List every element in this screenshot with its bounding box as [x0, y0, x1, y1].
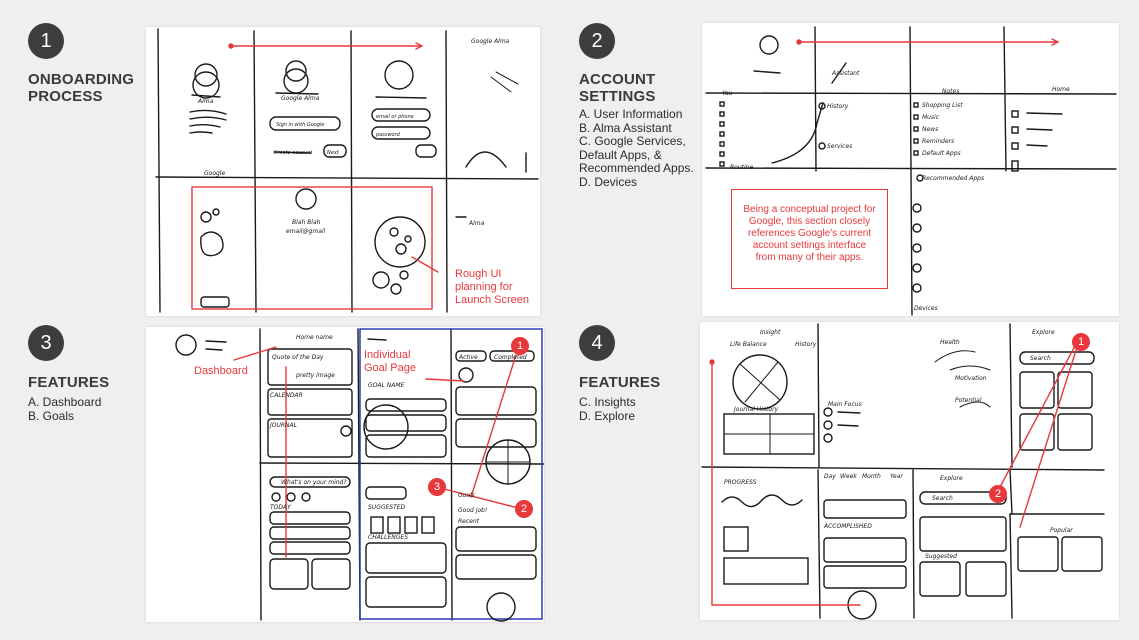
dashboard-goals-sketch: Home name Quote of the Day pretty image …: [175, 328, 544, 622]
svg-text:password: password: [375, 132, 401, 138]
launch-screen-annotation: Rough UI planning for Launch Screen: [455, 268, 529, 306]
svg-text:Explore: Explore: [1032, 329, 1055, 336]
dashboard-goals-sketch-panel: Home name Quote of the Day pretty image …: [146, 327, 544, 622]
svg-text:Services: Services: [827, 143, 852, 150]
explore-badge-1: 1: [1072, 333, 1090, 351]
section-3-title: FEATURES: [28, 374, 110, 391]
svg-text:Good job!: Good job!: [458, 507, 487, 514]
svg-text:Sign in with Google: Sign in with Google: [276, 122, 324, 128]
svg-text:Assistant: Assistant: [831, 70, 860, 77]
section-2-number: 2: [579, 23, 615, 59]
svg-text:ACCOMPLISHED: ACCOMPLISHED: [823, 523, 872, 530]
svg-text:Month: Month: [862, 473, 881, 480]
svg-text:JOURNAL: JOURNAL: [269, 422, 297, 429]
svg-text:Music: Music: [922, 114, 940, 121]
svg-text:Day: Day: [824, 473, 836, 480]
svg-text:Journal History: Journal History: [733, 406, 779, 413]
svg-text:Google Alma: Google Alma: [281, 95, 320, 102]
svg-text:History: History: [827, 103, 849, 110]
onboarding-sketch-panel: Alma Google Alma Google Sign in with Goo…: [146, 27, 540, 316]
goals-badge-2: 2: [515, 500, 533, 518]
svg-text:Default Apps: Default Apps: [922, 150, 961, 157]
goals-badge-3: 3: [428, 478, 446, 496]
svg-text:Shopping List: Shopping List: [922, 102, 963, 109]
insights-explore-sketch-panel: Insight Life Balance History Journal His…: [700, 322, 1119, 620]
svg-text:What's on your mind?: What's on your mind?: [281, 479, 347, 486]
svg-text:Home name: Home name: [296, 334, 333, 341]
insights-explore-sketch: Insight Life Balance History Journal His…: [701, 323, 1105, 620]
section-1-number: 1: [28, 23, 64, 59]
svg-text:GOAL NAME: GOAL NAME: [368, 382, 404, 389]
svg-text:Search: Search: [1030, 355, 1051, 362]
svg-text:Routine: Routine: [730, 164, 753, 171]
svg-text:Week: Week: [840, 473, 857, 480]
svg-text:CALENDAR: CALENDAR: [270, 392, 303, 399]
svg-text:Life Balance: Life Balance: [730, 341, 767, 348]
svg-text:Devices: Devices: [914, 305, 938, 312]
svg-text:Insight: Insight: [760, 329, 781, 336]
svg-text:pretty image: pretty image: [295, 372, 335, 379]
svg-text:Main Focus: Main Focus: [828, 401, 862, 408]
svg-text:Year: Year: [890, 473, 903, 480]
dashboard-annotation: Dashboard: [194, 365, 248, 377]
svg-text:PROGRESS: PROGRESS: [724, 479, 757, 486]
svg-text:Alma: Alma: [468, 220, 485, 227]
svg-text:Alma: Alma: [197, 98, 214, 105]
svg-text:Home: Home: [1052, 86, 1070, 93]
svg-text:Recent: Recent: [458, 518, 480, 525]
svg-text:History: History: [795, 341, 817, 348]
explore-badge-2: 2: [989, 485, 1007, 503]
svg-text:CHALLENGES: CHALLENGES: [368, 534, 408, 541]
svg-text:Recommended Apps: Recommended Apps: [922, 175, 984, 182]
svg-text:Health: Health: [940, 339, 960, 346]
svg-text:Active: Active: [458, 354, 478, 361]
svg-text:SUGGESTED: SUGGESTED: [368, 504, 406, 511]
section-4-number: 4: [579, 325, 615, 361]
goals-badge-1: 1: [511, 337, 529, 355]
account-settings-note: Being a conceptual project for Google, t…: [731, 189, 888, 289]
svg-text:Quote of the Day: Quote of the Day: [272, 354, 324, 361]
svg-text:News: News: [922, 126, 938, 133]
section-4-title: FEATURES: [579, 374, 661, 391]
svg-text:Notes: Notes: [942, 88, 959, 95]
svg-text:Completed: Completed: [494, 354, 527, 361]
svg-text:Reminders: Reminders: [922, 138, 954, 145]
svg-text:Blah Blah: Blah Blah: [292, 219, 321, 226]
onboarding-sketch: Alma Google Alma Google Sign in with Goo…: [155, 28, 539, 313]
svg-text:You: You: [722, 90, 733, 97]
svg-text:Next: Next: [327, 150, 340, 156]
svg-text:Search: Search: [932, 495, 953, 502]
svg-text:email@gmail: email@gmail: [286, 228, 326, 235]
svg-text:Google Alma: Google Alma: [471, 38, 510, 45]
account-settings-sketch: Assistant You History Services Notes Sho…: [705, 26, 1117, 316]
svg-text:Explore: Explore: [940, 475, 963, 482]
svg-text:Create account: Create account: [274, 150, 313, 156]
svg-text:Popular: Popular: [1050, 527, 1073, 534]
svg-text:Motivation: Motivation: [955, 375, 987, 382]
section-3-number: 3: [28, 325, 64, 361]
svg-text:Suggested: Suggested: [925, 553, 957, 560]
svg-text:Potential: Potential: [955, 397, 982, 404]
svg-text:Google: Google: [204, 170, 225, 177]
svg-text:TODAY: TODAY: [270, 504, 292, 511]
svg-text:Goals: Goals: [458, 492, 475, 499]
svg-text:email or phone: email or phone: [376, 114, 414, 120]
